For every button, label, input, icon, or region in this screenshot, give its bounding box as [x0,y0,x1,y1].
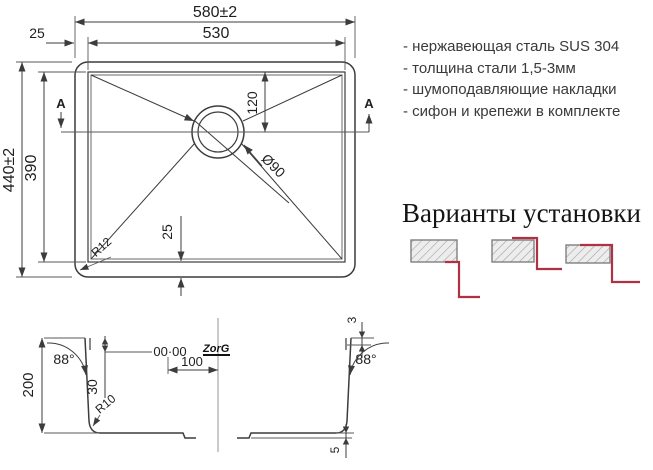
angle-arc-right [348,342,390,376]
dim-depth-label: 200 [20,372,37,397]
dim-drain-to-center-label: 100 [181,354,203,369]
feature-item: - нержавеющая сталь SUS 304 [403,38,620,55]
feature-list: - нержавеющая сталь SUS 304 - толщина ст… [403,36,653,122]
diagonal-top-left [90,74,195,122]
dim-width-inner-label: 530 [203,25,230,42]
dim-recess-depth-label: 5 [328,446,342,453]
diagonal-bottom-right [240,142,343,260]
section-profile-right [237,337,352,439]
diagonal-bottom-left [90,142,196,260]
feature-item: - сифон и крепежи в комплекте [403,102,621,120]
zorg-logo-text: ZorG [202,343,230,355]
bowl-inner-edge [87,71,346,263]
corner-radius-leader [79,256,112,271]
sink-profile-line-2 [512,236,562,271]
dim-angle-right-label: 88° [355,351,376,367]
faucet-holes-label: 00·00 [153,344,186,359]
bowl-radius-line [90,74,343,260]
sink-profile-line-3 [580,243,640,284]
sink-profile-line-1 [445,260,480,299]
sink-outer-edge [74,61,356,278]
installation-title: Варианты установки [402,198,641,228]
section-view-drawing: 200 88° 88° 30 00·00 100 ZorG R10 3 [20,316,390,458]
angle-arc-left [46,342,88,376]
dim-drain-diameter-label: Ø90 [259,150,289,180]
drain-leader-arrow [243,144,263,167]
install-diagram-flush [491,236,562,271]
feature-item: - толщина стали 1,5-3мм [403,59,576,77]
dim-height-outer-label: 440±2 [1,148,18,192]
drain-leader-line [194,120,290,204]
feature-item: - шумоподавляющие накладки [403,81,617,98]
dim-faucet-offset-label: 30 [84,379,100,395]
zorg-logo: ZorG [202,343,230,356]
section-marker-right-label: A [364,96,374,111]
bottom-radius-leader [92,414,101,427]
installation-diagrams [410,236,640,299]
top-view-drawing: A A 580±2 530 25 440±2 390 120 Ø90 [1,4,374,296]
section-marker-left-label: A [56,96,66,111]
dim-angle-left-label: 88° [53,351,74,367]
diagonal-top-right [242,74,343,122]
install-diagram-undermount [410,239,480,299]
dim-rim-bottom-label: 25 [159,224,175,240]
dim-width-outer-label: 580±2 [193,4,237,21]
dim-rim-left-label: 25 [29,25,45,41]
dim-drain-offset-label: 120 [244,91,260,115]
dim-height-inner-label: 390 [23,155,40,182]
install-diagram-overmount [565,243,640,284]
dim-rim-height-label: 3 [345,316,359,323]
section-profile-left [84,337,196,439]
dim-corner-radius-label: R12 [88,234,114,259]
